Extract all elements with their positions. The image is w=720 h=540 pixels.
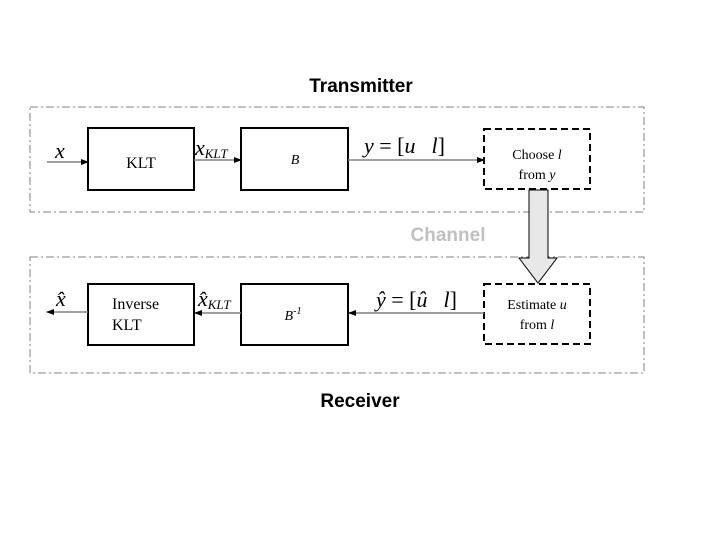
b-label: B	[291, 153, 300, 168]
b-inverse-block	[240, 283, 349, 346]
receiver-title: Receiver	[320, 391, 400, 412]
inverse-klt-block	[87, 283, 195, 346]
output-label: x̂	[55, 286, 66, 311]
receiver-frame	[29, 256, 645, 374]
klt-block	[87, 127, 195, 191]
choose-line1: Choose l	[512, 148, 562, 163]
channel-title: Channel	[411, 225, 486, 246]
klt-label: KLT	[126, 155, 156, 172]
estimate-u-block	[483, 283, 591, 345]
choose-l-block	[483, 128, 591, 190]
b-inverse-label: B-1	[285, 306, 302, 324]
b-block	[240, 127, 349, 191]
choose-line2: from y	[519, 168, 557, 183]
input-label: x	[54, 138, 65, 163]
channel-arrow	[517, 189, 559, 284]
estimate-line1: Estimate u	[507, 298, 567, 313]
inverse-klt-line2: KLT	[112, 317, 142, 334]
estimate-line2: from l	[520, 318, 555, 333]
inverse-klt-line1: Inverse	[112, 296, 159, 313]
xklt-label: xKLT	[194, 135, 228, 161]
transmitter-title: Transmitter	[309, 76, 413, 97]
transmitter-frame	[29, 106, 645, 213]
xhat-klt-label: x̂KLT	[197, 286, 231, 312]
